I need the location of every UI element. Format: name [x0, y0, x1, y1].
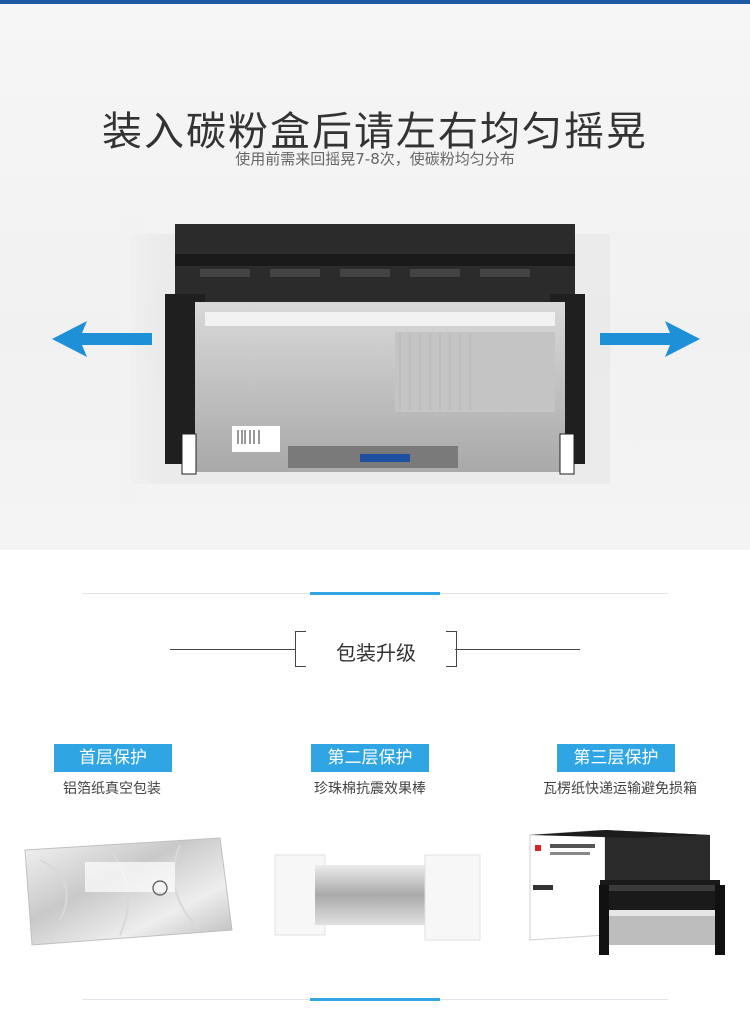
layer-description-3: 瓦楞纸快递运输避免损箱	[543, 781, 697, 797]
layer-badge-2: 第二层保护	[311, 744, 429, 772]
layer-badge-1: 首层保护	[54, 744, 172, 772]
hero-title: 装入碳粉盒后请左右均匀摇晃	[102, 108, 648, 155]
hero-section: 装入碳粉盒后请左右均匀摇晃 使用前需来回摇晃7-8次，使碳粉均匀分布	[0, 4, 750, 550]
layer-description-1: 铝箔纸真空包装	[63, 781, 161, 797]
top-bar	[0, 0, 750, 4]
layer-badge-3: 第三层保护	[557, 744, 675, 772]
arrow-left-icon	[52, 321, 152, 357]
layer-description-2: 珍珠棉抗震效果棒	[314, 781, 426, 797]
section-divider-bottom	[82, 998, 668, 1001]
section-heading: 包装升级	[170, 625, 580, 673]
section-heading-label: 包装升级	[336, 641, 416, 665]
foil-bag-image	[24, 837, 233, 946]
toner-drum-image	[120, 214, 610, 504]
shipping-box-image	[529, 830, 725, 955]
pearl-cotton-image	[274, 854, 481, 941]
arrow-right-icon	[600, 321, 700, 357]
hero-subtitle: 使用前需来回摇晃7-8次，使碳粉均匀分布	[235, 150, 515, 168]
section-divider	[82, 592, 668, 595]
